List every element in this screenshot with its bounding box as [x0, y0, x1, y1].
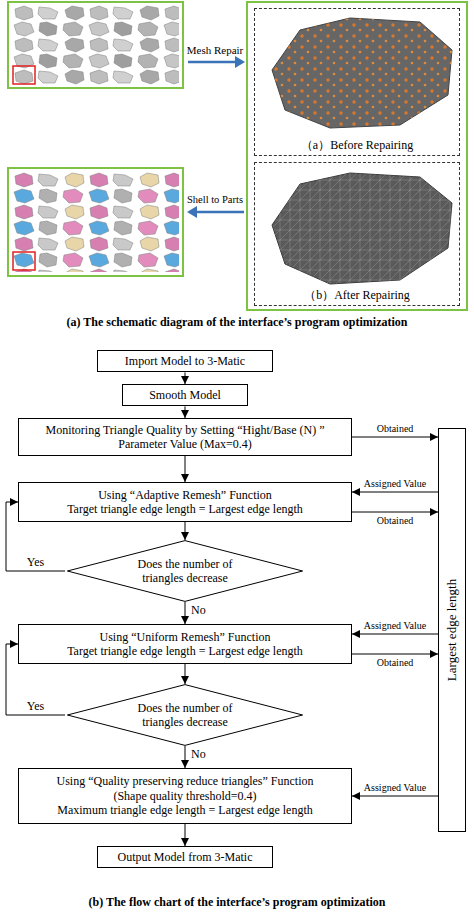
rock-after-mesh	[272, 173, 452, 284]
flow-arrow	[6, 502, 65, 571]
process-box: Using “Uniform Remesh” FunctionTarget tr…	[18, 624, 352, 664]
node-text: Does the number of triangles decrease	[121, 557, 249, 586]
edge-label: Yes	[26, 556, 45, 569]
rock-after	[272, 173, 452, 284]
rock-before	[272, 18, 452, 128]
diamond-outline	[65, 540, 305, 602]
flow-arrow	[352, 512, 438, 513]
decision-diamond: Does the number of triangles decrease	[65, 684, 305, 746]
process-box: Using “Adaptive Remesh” FunctionTarget t…	[18, 482, 352, 522]
arrow-label: Mesh Repair	[186, 44, 245, 56]
figure-caption: (b) The flow chart of the interface’s pr…	[87, 896, 386, 909]
node-text: Using “Adaptive Remesh” Function	[98, 488, 272, 502]
edge-label: Obtained	[376, 423, 415, 434]
edge-label: Yes	[26, 700, 45, 713]
edge-label: No	[190, 748, 207, 761]
node-text: Smooth Model	[149, 388, 221, 402]
node-text: Output Model from 3-Matic	[118, 850, 253, 864]
diamond-shape	[67, 541, 302, 602]
repair-panel	[247, 2, 467, 310]
node-text: （a）Before Repairing	[301, 138, 413, 152]
diamond-outline	[65, 684, 305, 746]
flow-arrow	[185, 406, 186, 418]
node-text: Target triangle edge length = Largest ed…	[67, 502, 303, 516]
edge-label: Assigned Value	[363, 782, 427, 793]
flow-arrow	[352, 437, 438, 438]
node-text: Import Model to 3-Matic	[125, 354, 245, 368]
selection-highlight	[13, 252, 35, 270]
model-list-panel	[8, 2, 183, 88]
process-arrow	[196, 211, 244, 214]
flow-arrow	[352, 634, 438, 635]
node-text: （b）After Repairing	[304, 288, 410, 302]
arrow-label: Shell to Parts	[186, 194, 244, 206]
process-arrow	[188, 61, 236, 64]
node-text: Maximum triangle edge length = Largest e…	[57, 803, 312, 817]
parts-list-panel	[8, 168, 183, 276]
edge-label: Assigned Value	[363, 478, 427, 489]
process-arrowhead	[187, 206, 197, 218]
node-text: Monitoring Triangle Quality by Setting “…	[25, 423, 345, 452]
decision-diamond: Does the number of triangles decrease	[65, 540, 305, 602]
flow-arrow	[352, 796, 438, 797]
flow-arrow	[185, 664, 186, 684]
flow-arrow	[352, 654, 438, 655]
diamond-shape	[67, 685, 302, 746]
rock-before-defects	[272, 18, 452, 128]
selection-highlight	[13, 66, 35, 84]
parameter-bar: Largest edge length	[438, 428, 466, 832]
image-panel: （a）Before Repairing	[254, 8, 460, 156]
flow-arrow	[185, 522, 186, 540]
flow-arrow	[352, 492, 438, 493]
rock-grid	[12, 172, 179, 272]
process-box: Monitoring Triangle Quality by Setting “…	[18, 418, 352, 456]
node-text: (Shape quality threshold=0.4)	[113, 789, 256, 803]
process-box: Output Model from 3-Matic	[97, 846, 273, 868]
process-box: Import Model to 3-Matic	[97, 350, 273, 372]
process-box: Smooth Model	[122, 384, 248, 406]
flow-arrow	[185, 372, 186, 384]
image-panel: （b）After Repairing	[254, 162, 460, 306]
edge-label: Assigned Value	[363, 620, 427, 631]
rock-grid	[12, 5, 179, 85]
flow-arrow	[185, 746, 186, 768]
edge-label: No	[190, 604, 207, 617]
flow-arrow	[185, 824, 186, 846]
node-text: Using “Quality preserving reduce triangl…	[57, 774, 314, 788]
node-text: Using “Uniform Remesh” Function	[100, 630, 271, 644]
node-text: Largest edge length	[444, 579, 460, 681]
node-text: Target triangle edge length = Largest ed…	[67, 644, 303, 658]
flow-arrow	[6, 644, 65, 715]
edge-label: Obtained	[376, 657, 415, 668]
node-text: Does the number of triangles decrease	[121, 701, 249, 730]
figure-caption: (a) The schematic diagram of the interfa…	[65, 316, 408, 329]
process-arrowhead	[235, 56, 245, 68]
flow-arrow	[185, 602, 186, 624]
edge-label: Obtained	[376, 515, 415, 526]
process-box: Using “Quality preserving reduce triangl…	[18, 768, 352, 824]
flow-arrow	[185, 456, 186, 482]
